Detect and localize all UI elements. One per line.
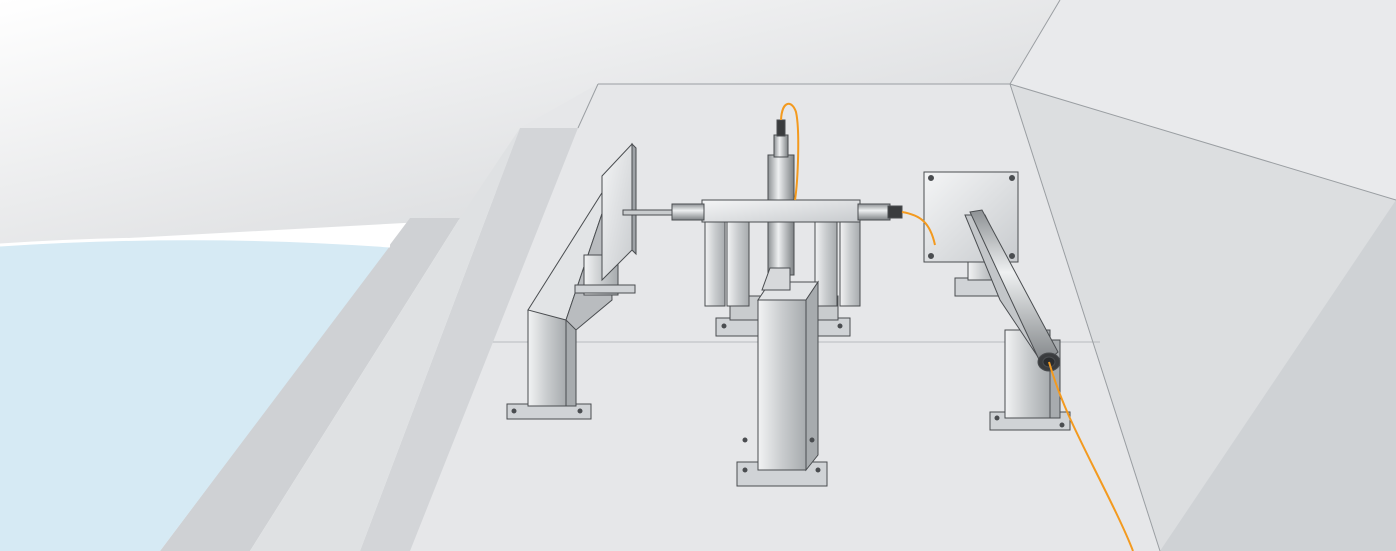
top-cable — [780, 102, 800, 201]
right-slope-shade — [1160, 200, 1396, 551]
water-pool — [0, 238, 390, 551]
left-ramp-top — [360, 128, 578, 551]
cables — [780, 102, 1134, 551]
center-mount — [622, 119, 903, 487]
left-step-side — [250, 128, 520, 551]
right-mount — [923, 171, 1071, 431]
crossbar — [701, 199, 861, 223]
left-mount — [506, 142, 637, 420]
sensor-cylinder — [969, 209, 1059, 367]
left-step — [160, 218, 460, 551]
side-cable — [901, 211, 936, 246]
lead-cable — [1048, 361, 1134, 551]
right-wall — [1010, 0, 1396, 200]
